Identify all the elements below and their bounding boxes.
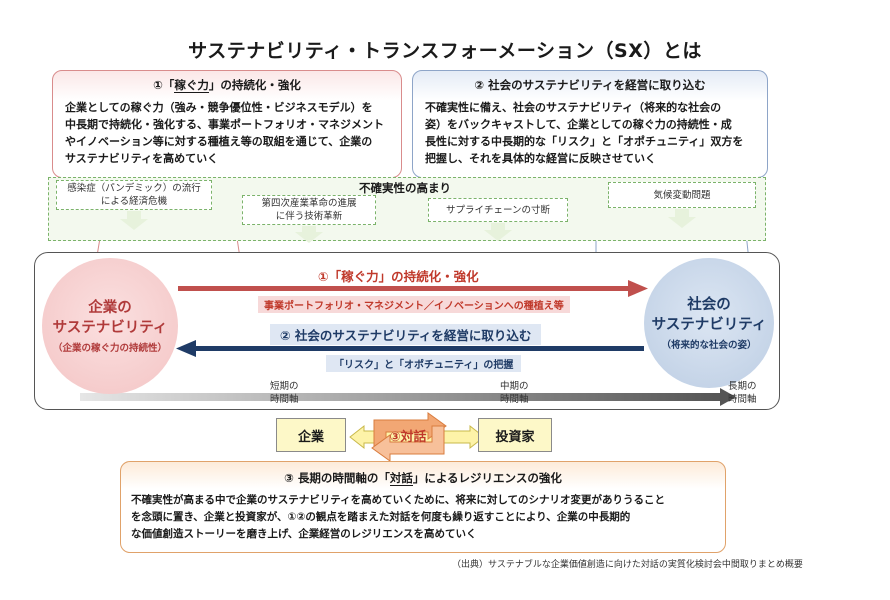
earning-power-emph: 稼ぐ力 (174, 78, 209, 93)
timeline-arrow-head-icon (720, 388, 736, 406)
down-arrow-4-icon (668, 217, 696, 228)
corporate-sustainability-circle: 企業の サステナビリティ （企業の稼ぐ力の持続性） (42, 258, 178, 394)
timeline-mid: 中期の 時間軸 (500, 381, 529, 405)
earning-power-heading: ①「稼ぐ力」の持続化・強化 (153, 78, 301, 93)
red-arrow-label: ①「稼ぐ力」の持続化・強化 (318, 269, 479, 284)
resilience-emph: 対話 (389, 471, 413, 486)
navy-arrow-head-icon (176, 340, 196, 357)
investor-box: 投資家 (478, 418, 552, 452)
corporate-circle-line2: サステナビリティ (52, 320, 168, 336)
down-arrow-3-stem (491, 223, 505, 231)
social-sustainability-body: 不確実性に備え、社会のサステナビリティ（将来的な社会の 姿）をバックキャストして… (425, 101, 744, 165)
chip-industrial-revolution: 第四次産業革命の進展 に伴う技術革新 (242, 195, 376, 225)
source-note: （出典）サステナブルな企業価値創造に向けた対話の実質化検討会中間取りまとめ概要 (452, 560, 803, 570)
earning-power-body: 企業としての稼ぐ力（強み・競争優位性・ビジネスモデル）を 中長期で持続化・強化す… (65, 101, 384, 165)
page-title: サステナビリティ・トランスフォーメーション（SX）とは (188, 40, 702, 62)
chip-climate: 気候変動問題 (608, 182, 756, 208)
social-circle-line1: 社会の (687, 297, 731, 313)
down-arrow-1-icon (120, 219, 148, 230)
chip-pandemic: 感染症（パンデミック）の流行 による経済危機 (56, 180, 212, 210)
red-arrow-shaft (178, 286, 628, 291)
social-circle-sub: （将来的な社会の姿） (661, 340, 757, 351)
red-arrow-sublabel: 事業ポートフォリオ・マネジメント／イノベーションへの種植え等 (258, 296, 570, 313)
navy-arrow-shaft (196, 346, 644, 351)
down-arrow-2-stem (302, 226, 316, 234)
down-arrow-2-icon (295, 232, 323, 243)
down-arrow-4-stem (675, 209, 689, 217)
timeline-short: 短期の 時間軸 (270, 381, 299, 405)
social-sustainability-box: ② 社会のサステナビリティを経営に取り込む 不確実性に備え、社会のサステナビリテ… (412, 70, 768, 178)
earning-power-box: ①「稼ぐ力」の持続化・強化 企業としての稼ぐ力（強み・競争優位性・ビジネスモデル… (52, 70, 402, 178)
dialogue-cycle-lower-icon (371, 425, 445, 462)
social-sustainability-heading: ② 社会のサステナビリティを経営に取り込む (474, 78, 706, 92)
dialogue-label: ③対話 (389, 429, 427, 445)
red-arrow-head-icon (628, 280, 648, 297)
timeline-bar (80, 393, 720, 401)
social-circle-line2: サステナビリティ (651, 317, 767, 333)
navy-arrow-sublabel: 「リスク」と「オポチュニティ」の把握 (326, 355, 522, 372)
down-arrow-1-stem (127, 211, 141, 219)
chip-supply-chain: サプライチェーンの寸断 (428, 198, 568, 222)
corporate-circle-sub: （企業の稼ぐ力の持続性） (52, 343, 167, 354)
resilience-box: ③ 長期の時間軸の「対話」によるレジリエンスの強化 不確実性が高まる中で企業のサ… (120, 461, 726, 553)
resilience-heading: ③ 長期の時間軸の「対話」によるレジリエンスの強化 (284, 471, 562, 486)
navy-arrow-label: ② 社会のサステナビリティを経営に取り込む (270, 324, 542, 345)
timeline-long: 長期の 時間軸 (728, 381, 757, 405)
uncertainty-title: 不確実性の高まり (359, 181, 451, 195)
corporate-circle-line1: 企業の (88, 300, 132, 316)
resilience-body: 不確実性が高まる中で企業のサステナビリティを高めていくために、将来に対してのシナ… (131, 494, 666, 540)
social-sustainability-circle: 社会の サステナビリティ （将来的な社会の姿） (644, 258, 774, 388)
down-arrow-3-icon (484, 230, 512, 241)
company-box: 企業 (276, 418, 346, 452)
